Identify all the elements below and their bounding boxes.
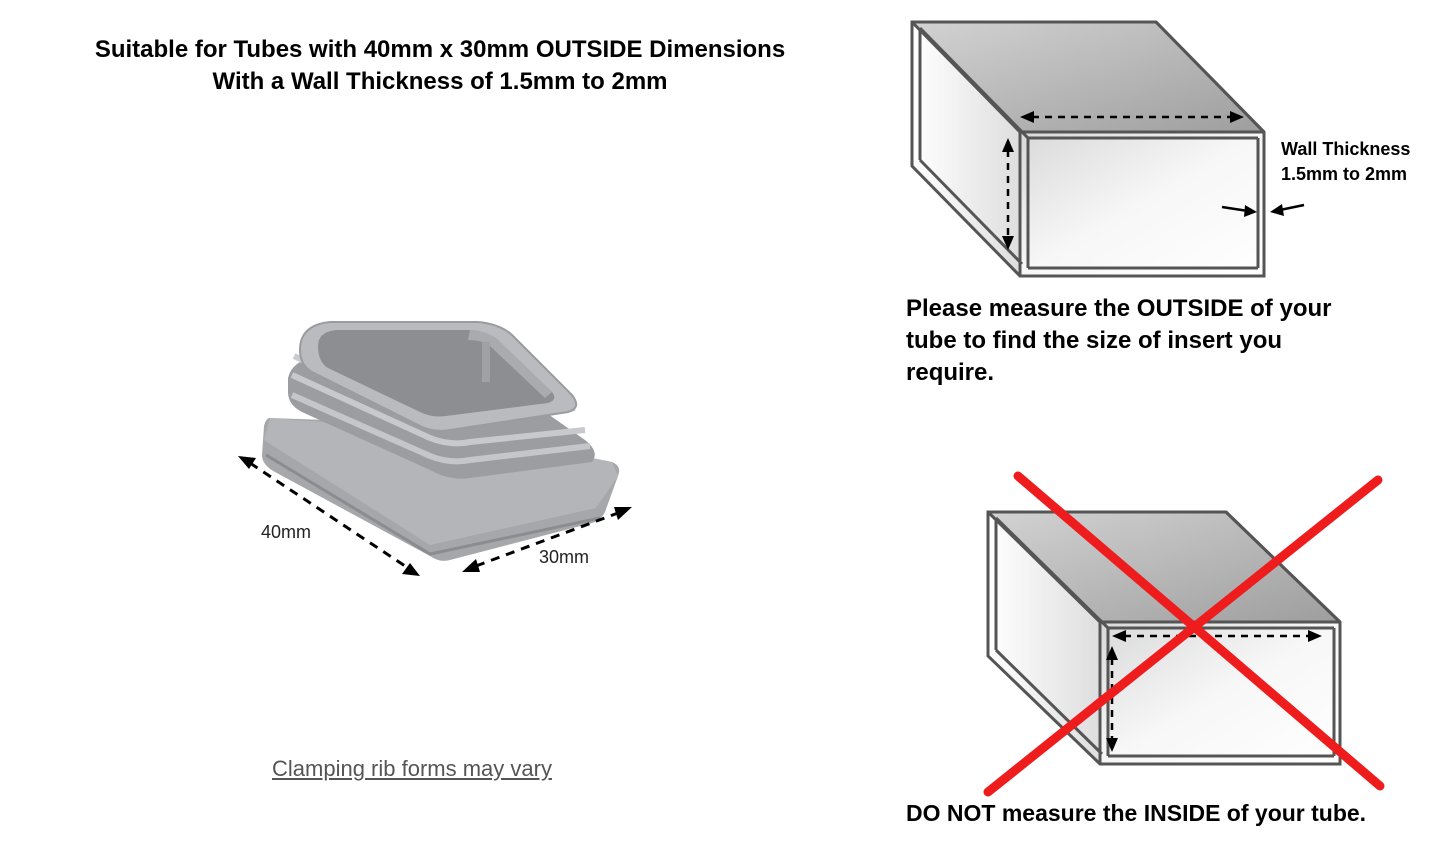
tube-diagram-outside	[910, 20, 1305, 278]
title-line-2: With a Wall Thickness of 1.5mm to 2mm	[212, 68, 668, 95]
wall-thickness-label: Wall Thickness 1.5mm to 2mm	[1281, 137, 1410, 187]
page-title: Suitable for Tubes with 40mm x 30mm OUTS…	[0, 34, 880, 98]
dim-label-length: 40mm	[261, 522, 312, 542]
instruction-line-3: require.	[906, 359, 995, 386]
do-not-measure-inside-warning: DO NOT measure the INSIDE of your tube.	[906, 800, 1367, 826]
wall-label-line-1: Wall Thickness	[1281, 139, 1411, 159]
wall-label-line-2: 1.5mm to 2mm	[1281, 164, 1408, 184]
red-cross-icon	[983, 471, 1385, 797]
instruction-line-2: tube to find the size of insert you	[906, 327, 1283, 354]
measure-outside-instruction: Please measure the OUTSIDE of your tube …	[906, 293, 1426, 389]
clamping-rib-note: Clamping rib forms may vary	[272, 756, 552, 781]
dim-label-width: 30mm	[539, 547, 590, 567]
title-line-1: Suitable for Tubes with 40mm x 30mm OUTS…	[94, 36, 786, 63]
instruction-line-1: Please measure the OUTSIDE of your	[906, 295, 1332, 322]
end-plug-image	[262, 321, 620, 561]
